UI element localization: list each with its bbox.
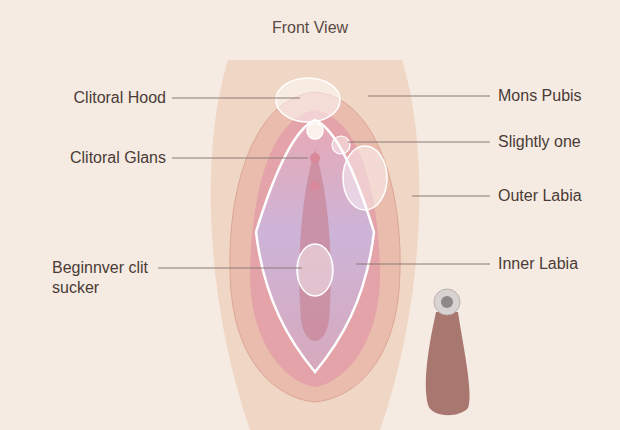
part-label: Slightly one	[498, 132, 616, 152]
diagram-title: Front View	[160, 18, 460, 38]
part-label: Clitoral Glans	[10, 148, 166, 168]
part-label: Beginnver clit sucker	[52, 258, 152, 298]
spot-marker	[332, 136, 350, 154]
outer-labia	[230, 92, 400, 402]
area-marker	[343, 146, 387, 210]
dot	[310, 181, 320, 191]
leader-line	[158, 268, 302, 269]
toy-opening	[441, 296, 453, 308]
part-label: Outer Labia	[498, 186, 616, 206]
part-label: Mons Pubis	[498, 86, 616, 106]
leader-line	[348, 142, 490, 143]
area-marker	[297, 244, 333, 296]
glans-marker	[307, 123, 323, 139]
part-label: Inner Labia	[498, 254, 616, 274]
toy-head	[434, 289, 460, 315]
leader-line	[172, 158, 308, 159]
part-label: Clitoral Hood	[10, 88, 166, 108]
leader-lines	[158, 96, 490, 268]
hood-marker	[276, 78, 340, 122]
dot	[310, 153, 320, 163]
toy-body	[426, 312, 470, 415]
leader-line	[412, 196, 490, 197]
leader-line	[356, 264, 490, 265]
toy-figure	[426, 289, 470, 415]
leader-line	[368, 96, 490, 97]
leader-line	[172, 98, 300, 99]
skin-shape	[211, 60, 420, 430]
